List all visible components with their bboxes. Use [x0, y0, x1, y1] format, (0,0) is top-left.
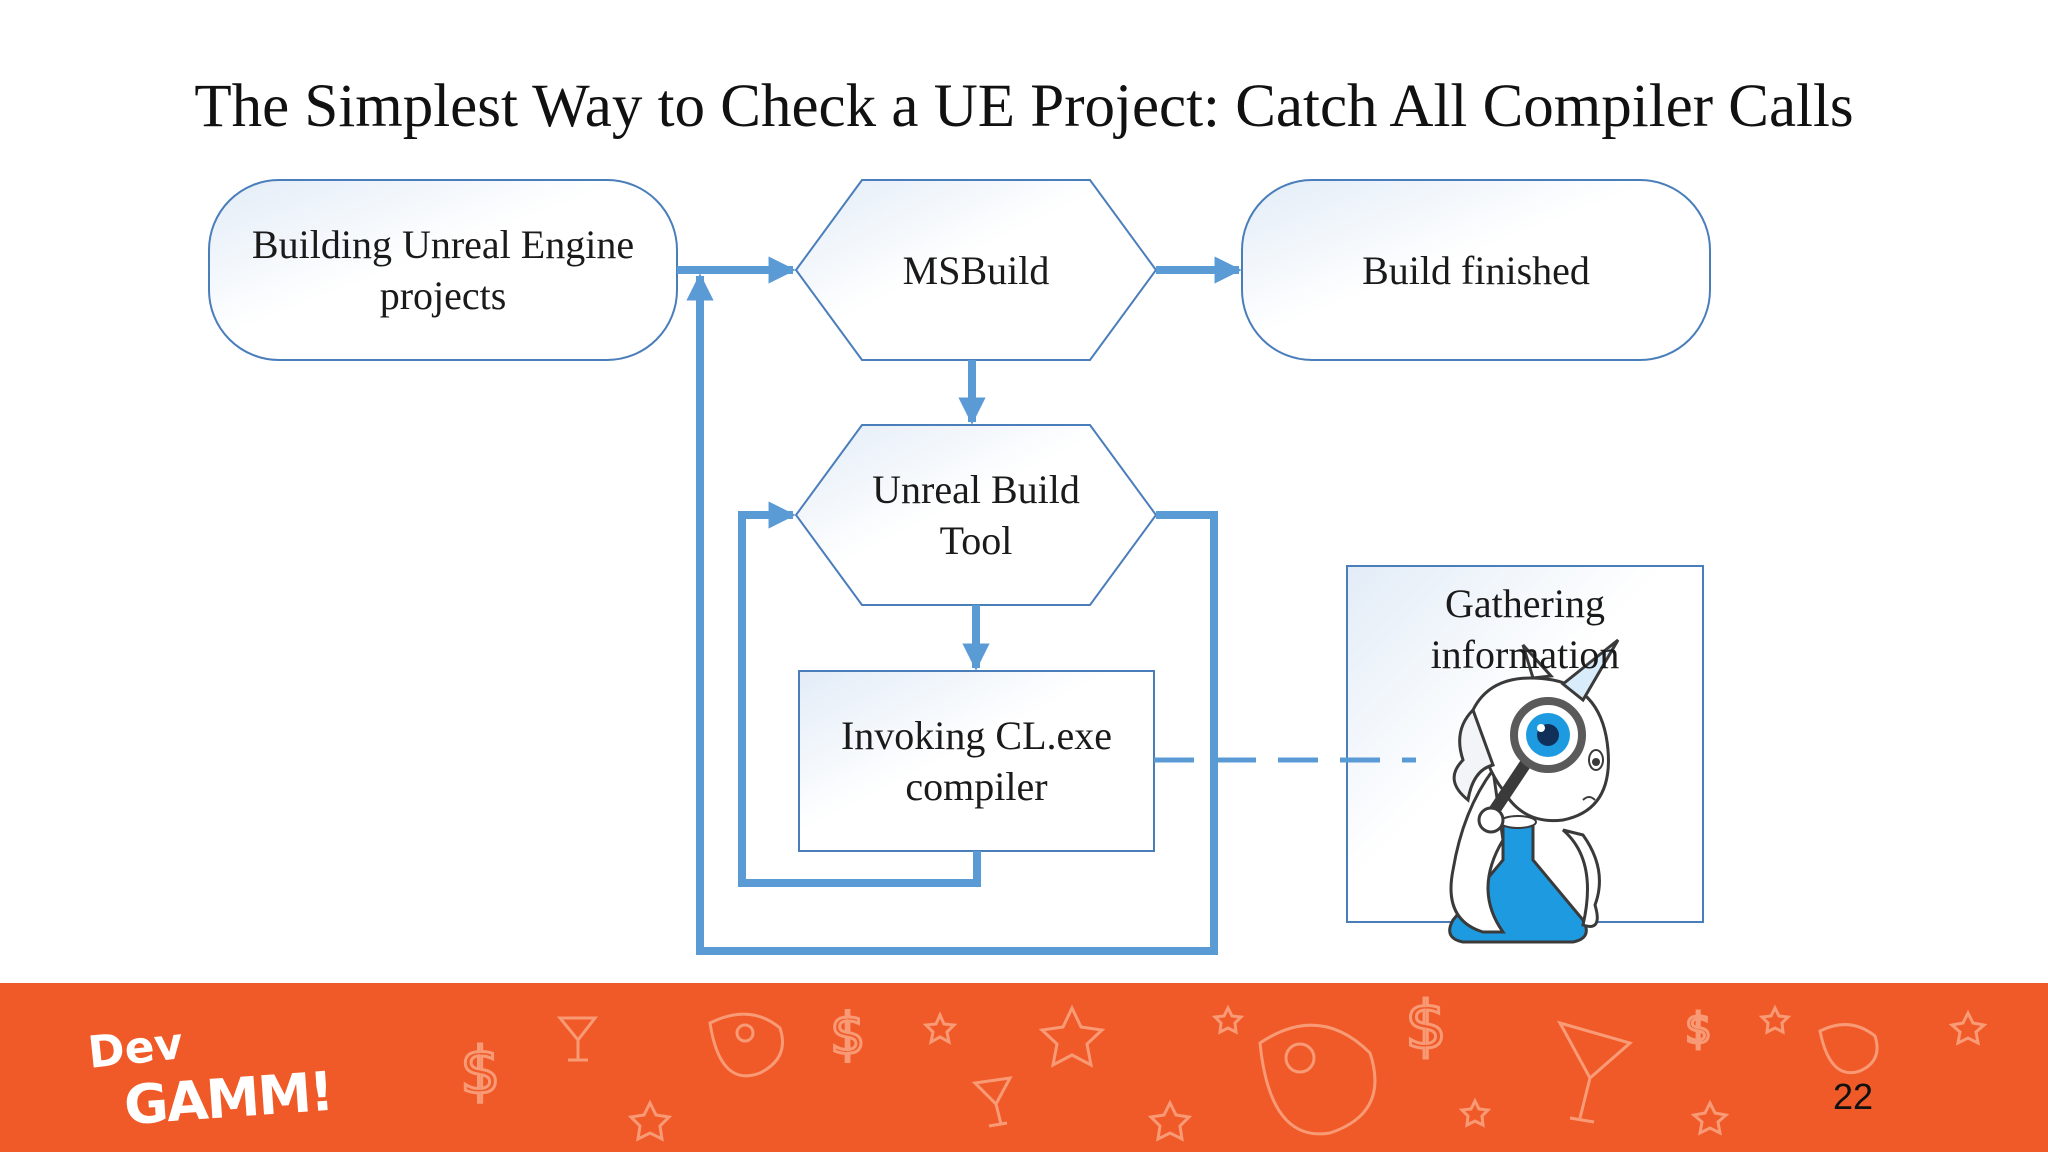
footer-banner: $ $ $ $ Dev GAMM! [0, 983, 2048, 1152]
gamepad-icon [1818, 1023, 1879, 1074]
star-icon [1038, 1004, 1106, 1068]
cocktail-icon [1556, 1020, 1634, 1124]
label-building-unreal: Building Unreal Engine projects [251, 222, 635, 318]
label-gathering-information: Gathering information [1430, 581, 1620, 677]
cocktail-icon [971, 1076, 1013, 1128]
star-icon [627, 1099, 673, 1142]
star-icon [1211, 1004, 1245, 1035]
slide-title: The Simplest Way to Check a UE Project: … [194, 73, 1854, 140]
logo-top: Dev [85, 1018, 186, 1079]
star-icon [1458, 1097, 1492, 1128]
label-msbuild: MSBuild [902, 247, 1050, 293]
star-icon [1948, 1009, 1988, 1046]
label-invoking-clexe: Invoking CL.exe compiler [840, 713, 1113, 809]
dollar-icon: $ [1685, 1004, 1712, 1053]
cocktail-icon [556, 1016, 599, 1062]
star-icon [1690, 1099, 1730, 1136]
footer-decor: $ $ $ $ [459, 986, 1988, 1142]
dollar-icon: $ [1405, 987, 1447, 1064]
label-build-finished: Build finished [1362, 247, 1590, 293]
label-unreal-build-tool: Unreal Build Tool [872, 467, 1080, 563]
star-icon [922, 1011, 958, 1045]
gamepad-icon [708, 1012, 784, 1078]
unicorn-mascot-icon [1448, 638, 1620, 944]
gamepad-icon [1258, 1023, 1377, 1136]
loop-ubt-to-msbuild [686, 273, 1218, 955]
node-invoking-clexe [798, 670, 1155, 852]
flowchart [208, 179, 1711, 955]
devgamm-logo: Dev GAMM! [86, 1018, 388, 1137]
page-number: 22 [1832, 1076, 1873, 1117]
star-icon [1147, 1099, 1193, 1142]
star-icon [1758, 1004, 1792, 1035]
dollar-icon: $ [830, 1002, 866, 1067]
loop-clexe-to-ubt [738, 501, 981, 887]
dollar-icon: $ [460, 1035, 501, 1109]
logo-bottom: GAMM! [122, 1059, 335, 1138]
node-build-finished [1241, 179, 1711, 361]
